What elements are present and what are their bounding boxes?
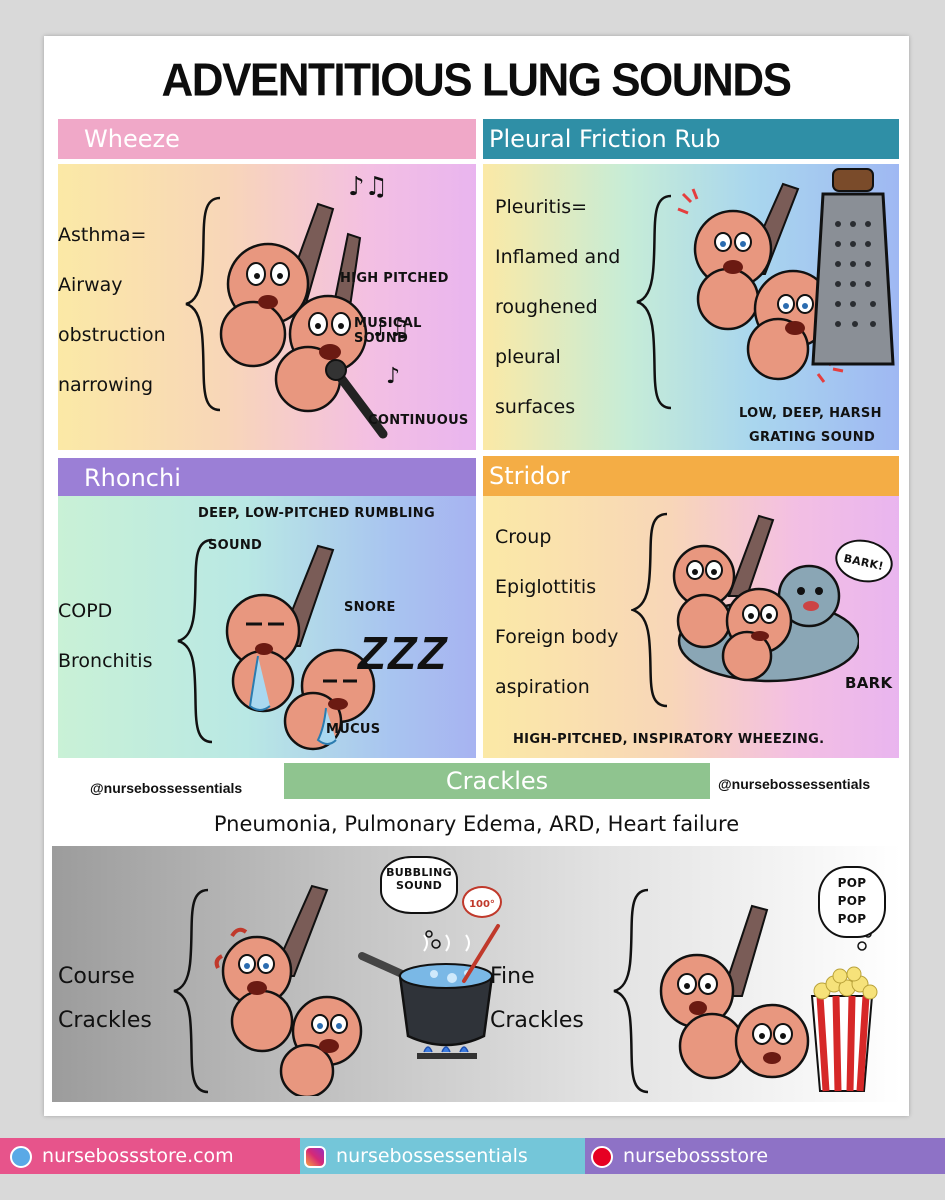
sleeping-lungs-illustration — [225, 544, 376, 751]
rhonchi-condition: COPD — [58, 600, 113, 622]
bubbling-thought-bubble: BUBBLING SOUND — [380, 856, 458, 914]
curly-brace-icon — [631, 512, 668, 708]
curly-brace-icon — [636, 194, 672, 410]
lungs-seal-illustration — [672, 514, 859, 683]
pop-thought-bubble: POP POP POP — [818, 866, 886, 938]
instagram-text: nursebossessentials — [336, 1145, 528, 1167]
music-note-icon: ♪♫ — [373, 314, 410, 342]
bubble-text: BUBBLING — [386, 866, 452, 879]
rhonchi-note: DEEP, LOW-PITCHED RUMBLING — [198, 506, 435, 521]
footer-pinterest[interactable]: nursebossstore — [585, 1138, 945, 1174]
globe-icon — [10, 1145, 32, 1168]
wheeze-panel: Asthma= Airway obstruction narrowing ♪♫ — [58, 164, 476, 450]
page-title: ADVENTITIOUS LUNG SOUNDS — [161, 54, 792, 107]
crackles-header: Crackles — [284, 763, 710, 799]
wheeze-header: Wheeze — [58, 119, 476, 159]
pop-text: POP — [837, 876, 867, 890]
wheeze-condition: Airway — [58, 274, 123, 296]
curly-brace-icon — [177, 538, 213, 744]
pinterest-icon — [591, 1145, 613, 1168]
rhonchi-note: MUCUS — [326, 722, 381, 737]
wheeze-condition: narrowing — [58, 374, 154, 396]
popcorn-lungs-illustration — [659, 904, 878, 1092]
footer-bar: nursebossstore.com nursebossessentials n… — [0, 1138, 945, 1174]
music-note-icon: ♪ — [386, 364, 401, 389]
fine-crackles-label: Fine — [490, 964, 535, 989]
handle-left: @nursebossessentials — [90, 780, 243, 796]
lungs-grater-illustration — [677, 168, 895, 383]
stridor-note: HIGH-PITCHED, INSPIRATORY WHEEZING. — [513, 732, 825, 747]
footer-instagram[interactable]: nursebossessentials — [300, 1138, 585, 1174]
wheeze-note: HIGH PITCHED — [340, 271, 449, 286]
pleural-note: GRATING SOUND — [749, 430, 876, 445]
pop-text: POP — [837, 912, 867, 926]
handle-right: @nursebossessentials — [718, 776, 871, 792]
rhonchi-note: SOUND — [208, 538, 263, 553]
crackles-panel: Course Crackles — [52, 846, 901, 1102]
coarse-crackles-label: Crackles — [58, 1008, 152, 1033]
pleural-panel: Pleuritis= Inflamed and roughened pleura… — [483, 164, 899, 450]
stridor-panel: Croup Epiglottitis Foreign body aspirati… — [483, 496, 899, 758]
pleural-condition: Pleuritis= — [495, 196, 588, 218]
fine-crackles-label: Crackles — [490, 1008, 584, 1033]
poster: ADVENTITIOUS LUNG SOUNDS Wheeze Asthma= … — [44, 36, 909, 1116]
wheeze-note: CONTINUOUS — [368, 413, 469, 428]
instagram-icon — [304, 1145, 326, 1168]
coarse-crackles-label: Course — [58, 964, 135, 989]
temperature-badge: 100° — [462, 886, 502, 918]
curly-brace-icon — [613, 888, 649, 1094]
singing-lungs-illustration — [219, 202, 388, 439]
curly-brace-icon — [185, 196, 221, 412]
pinterest-text: nursebossstore — [623, 1145, 769, 1167]
pleural-note: LOW, DEEP, HARSH — [739, 406, 882, 421]
pleural-header: Pleural Friction Rub — [483, 119, 899, 159]
pleural-condition: roughened — [495, 296, 598, 318]
rhonchi-condition: Bronchitis — [58, 650, 153, 672]
pleural-condition: surfaces — [495, 396, 576, 418]
pop-text: POP — [837, 894, 867, 908]
stridor-condition: Foreign body — [495, 626, 619, 648]
pleural-condition: Inflamed and — [495, 246, 621, 268]
wheeze-note: MUSICAL SOUND — [354, 316, 422, 346]
pleural-condition: pleural — [495, 346, 561, 368]
stridor-condition: Croup — [495, 526, 552, 548]
wheeze-condition: obstruction — [58, 324, 166, 346]
bubble-text: SOUND — [395, 879, 443, 892]
rhonchi-header: Rhonchi — [58, 458, 476, 498]
boiling-pot-illustration — [214, 884, 500, 1096]
temperature-text: 100° — [469, 899, 495, 910]
website-text: nursebossstore.com — [42, 1145, 234, 1167]
bark-bubble-text: BARK! — [842, 551, 885, 574]
rhonchi-note: SNORE — [344, 600, 396, 615]
stridor-note: BARK — [845, 674, 893, 692]
curly-brace-icon — [173, 888, 209, 1094]
stridor-condition: Epiglottitis — [495, 576, 597, 598]
footer-website[interactable]: nursebossstore.com — [0, 1138, 300, 1174]
crackles-subtitle: Pneumonia, Pulmonary Edema, ARD, Heart f… — [213, 812, 740, 836]
zzz-text: ZZZ — [358, 627, 449, 679]
wheeze-condition: Asthma= — [58, 224, 147, 246]
stridor-condition: aspiration — [495, 676, 590, 698]
rhonchi-panel: COPD Bronchitis DEEP, LOW-PITCHED RUMBLI… — [58, 496, 476, 758]
music-note-icon: ♪♫ — [348, 172, 388, 202]
stridor-header: Stridor — [483, 456, 899, 496]
